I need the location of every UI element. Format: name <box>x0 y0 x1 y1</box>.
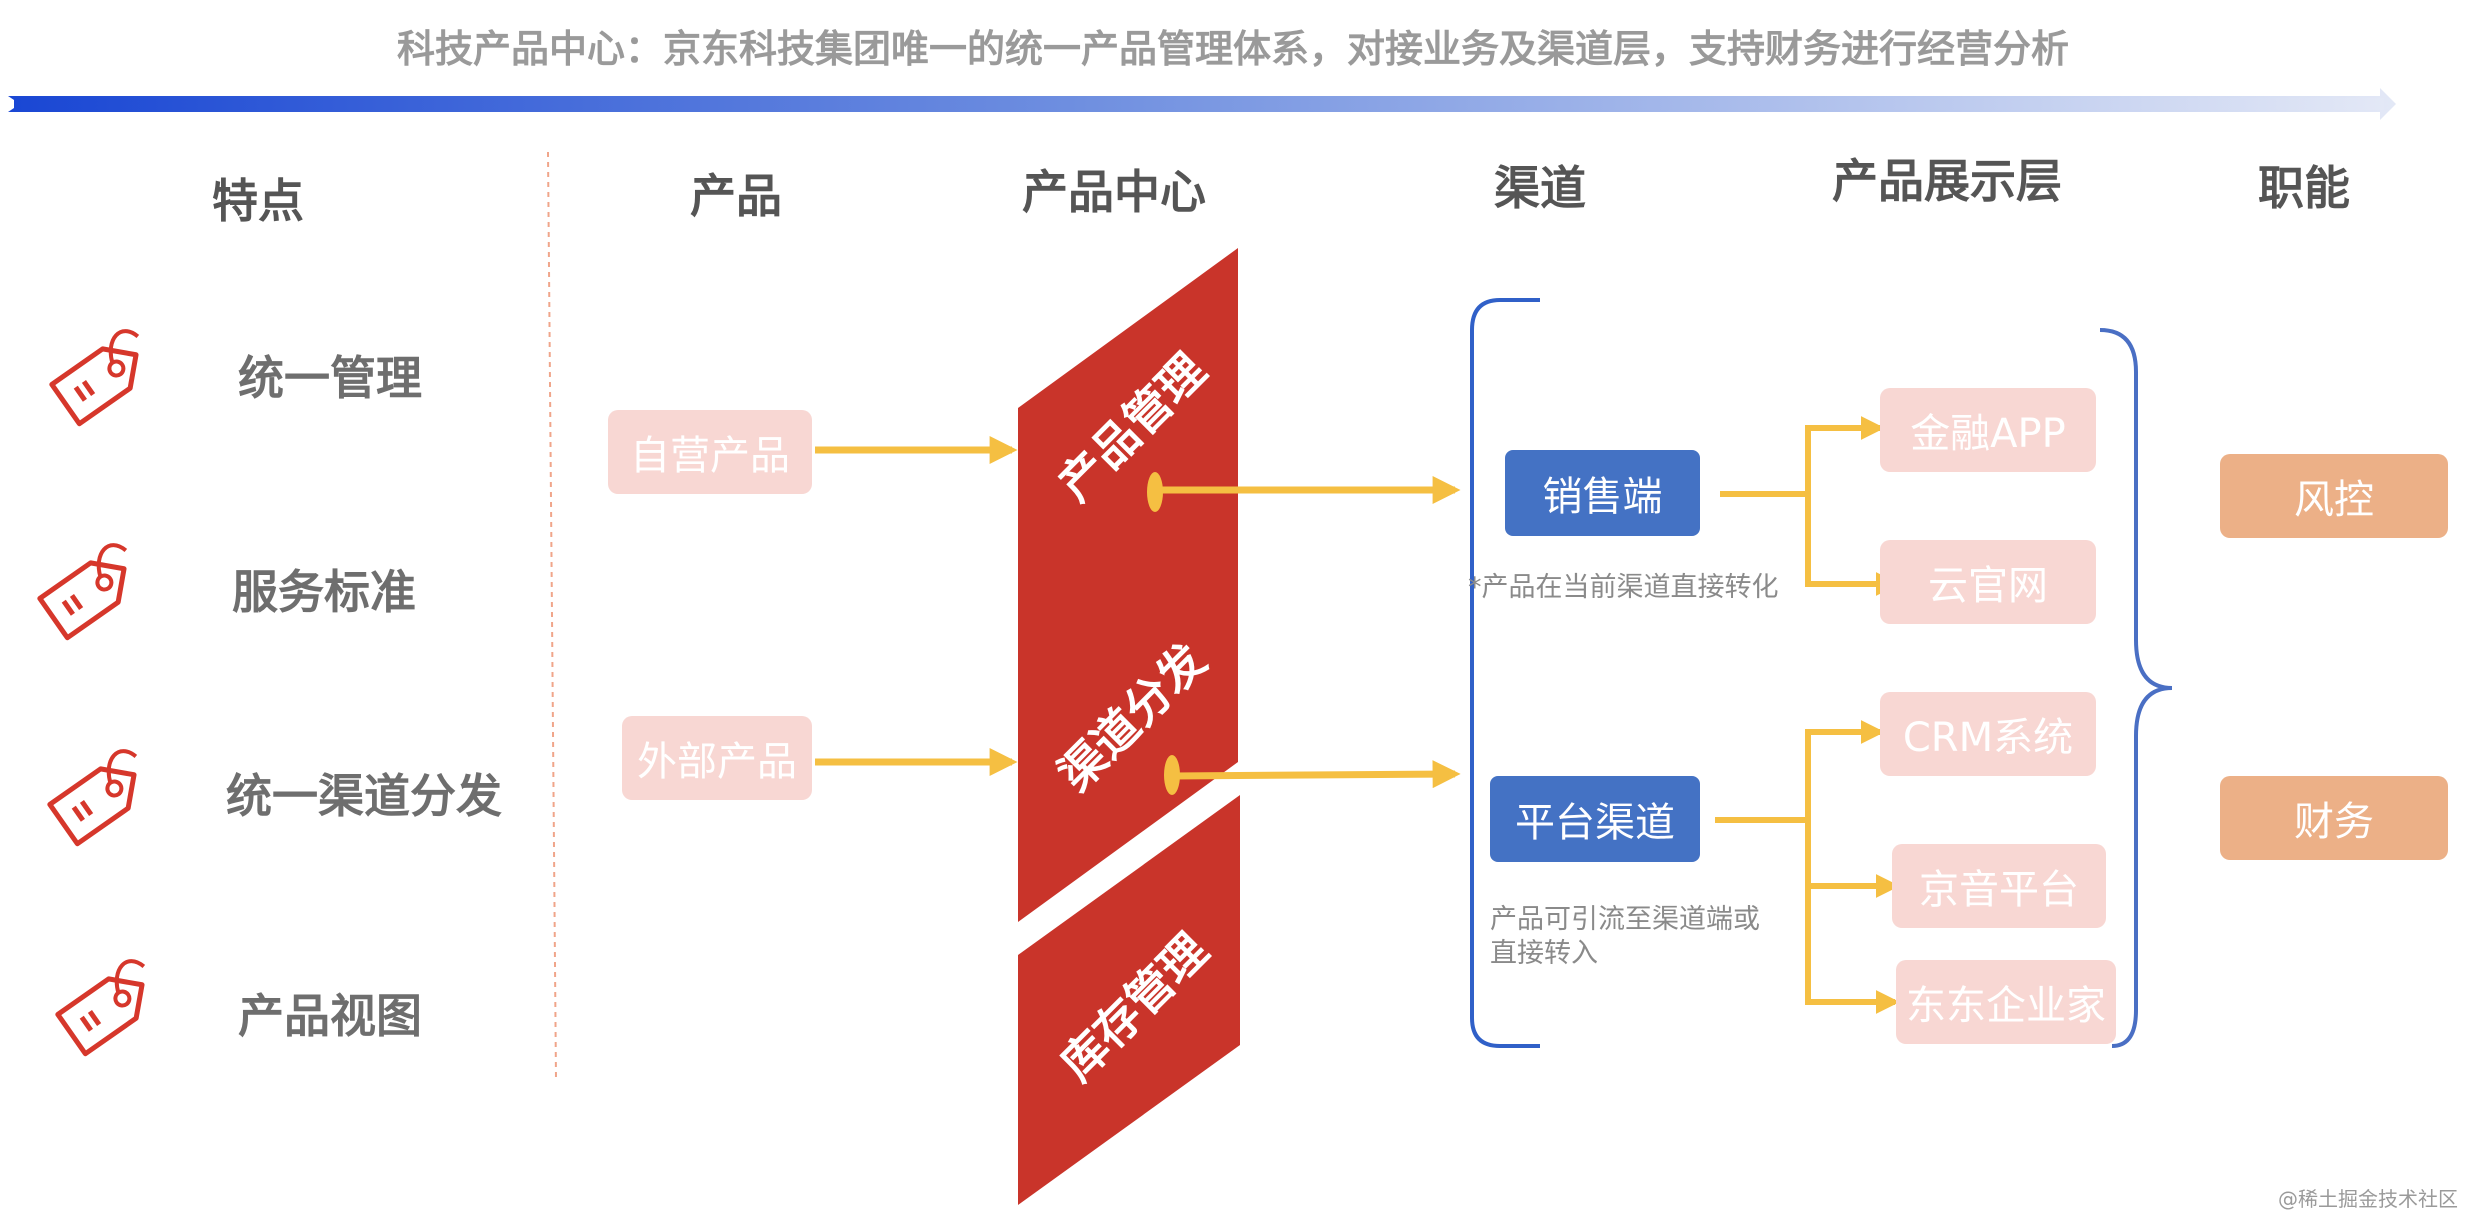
product-self-operated: 自营产品 <box>608 410 812 494</box>
tag-icon <box>49 329 140 427</box>
channel-bracket <box>1470 298 1540 1048</box>
header-product: 产品 <box>690 169 782 223</box>
header-features: 特点 <box>212 174 304 228</box>
center-block-lower <box>1018 795 1240 1205</box>
center-block-upper <box>1018 248 1238 922</box>
header-display: 产品展示层 <box>1832 154 2062 208</box>
display-dongdong: 东东企业家 <box>1896 960 2116 1044</box>
feature-product-view: 产品视图 <box>238 989 422 1043</box>
feature-unified-mgmt: 统一管理 <box>238 351 422 405</box>
channel-platform-note-2: 直接转入 <box>1490 938 1598 969</box>
tag-icon <box>37 543 128 641</box>
banner-title: 科技产品中心：京东科技集团唯一的统一产品管理体系，对接业务及渠道层，支持财务进行… <box>396 27 2069 71</box>
divider-line <box>547 151 557 1081</box>
display-jingyin: 京音平台 <box>1892 844 2106 928</box>
feature-unified-distribution: 统一渠道分发 <box>226 769 502 823</box>
header-center: 产品中心 <box>1022 165 1206 219</box>
channel-sales: 销售端 <box>1505 450 1700 536</box>
function-risk-control: 风控 <box>2220 454 2448 538</box>
header-channel: 渠道 <box>1494 161 1586 215</box>
tag-icon <box>55 959 146 1057</box>
banner-arrow-bar <box>14 98 2384 110</box>
tag-icon <box>47 749 138 847</box>
arrow-to-platform <box>1171 760 1461 789</box>
channel-platform-note-1: 产品可引流至渠道端或 <box>1490 904 1760 935</box>
display-brace <box>2099 328 2173 1048</box>
display-crm: CRM系统 <box>1880 692 2096 776</box>
display-cloud-site: 云官网 <box>1880 540 2096 624</box>
display-jr-app: 金融APP <box>1880 388 2096 472</box>
header-function: 职能 <box>2258 161 2350 215</box>
feature-service-standard: 服务标准 <box>232 565 416 619</box>
channel-platform: 平台渠道 <box>1490 776 1700 862</box>
channel-sales-note: *产品在当前渠道直接转化 <box>1468 572 1779 603</box>
function-finance: 财务 <box>2220 776 2448 860</box>
watermark: @稀土掘金技术社区 <box>2278 1187 2458 1211</box>
product-external: 外部产品 <box>622 716 812 800</box>
